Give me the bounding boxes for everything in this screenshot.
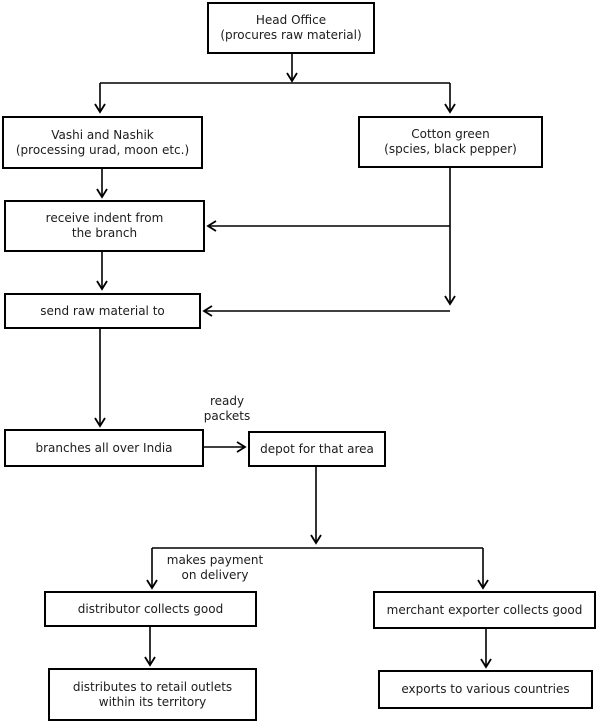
node-vashi-nashik: Vashi and Nashik (processing urad, moon … bbox=[2, 116, 203, 169]
node-distributor-label: distributor collects good bbox=[77, 601, 224, 616]
node-merchant-exporter-label: merchant exporter collects good bbox=[386, 602, 583, 617]
node-retail-outlets-sublabel: within its territory bbox=[98, 694, 207, 709]
node-merchant-exporter: merchant exporter collects good bbox=[373, 591, 596, 629]
node-receive-indent: receive indent from the branch bbox=[4, 200, 205, 252]
node-head-office-sublabel: (procures raw material) bbox=[220, 28, 362, 42]
node-head-office-label: Head Office bbox=[255, 13, 327, 27]
node-head-office: Head Office (procures raw material) bbox=[207, 2, 375, 54]
node-receive-indent-sublabel: the branch bbox=[71, 226, 138, 240]
node-send-raw-material: send raw material to bbox=[4, 293, 201, 329]
node-depot: depot for that area bbox=[248, 431, 386, 467]
node-cotton-green-sublabel: (spcies, black pepper) bbox=[384, 142, 517, 156]
edge-label-makes-payment-line1: makes payment bbox=[166, 553, 264, 567]
node-cotton-green: Cotton green (spcies, black pepper) bbox=[358, 116, 543, 168]
node-exports: exports to various countries bbox=[378, 670, 593, 709]
node-branches-india-label: branches all over India bbox=[35, 440, 173, 455]
node-retail-outlets-label: distributes to retail outlets bbox=[72, 679, 233, 694]
node-distributor: distributor collects good bbox=[44, 591, 257, 627]
node-receive-indent-label: receive indent from bbox=[45, 211, 164, 225]
node-depot-label: depot for that area bbox=[260, 441, 374, 456]
edge-label-ready-packets: ready packets bbox=[196, 394, 258, 424]
edge-label-ready-packets-line2: packets bbox=[203, 409, 251, 423]
edge-label-makes-payment-line2: on delivery bbox=[181, 568, 249, 582]
node-branches-india: branches all over India bbox=[4, 429, 204, 467]
node-vashi-nashik-sublabel: (processing urad, moon etc.) bbox=[15, 142, 190, 157]
edge-label-ready-packets-line1: ready bbox=[209, 394, 245, 408]
node-cotton-green-label: Cotton green bbox=[411, 127, 490, 141]
node-send-raw-material-label: send raw material to bbox=[40, 303, 165, 318]
node-vashi-nashik-label: Vashi and Nashik bbox=[51, 127, 154, 142]
node-exports-label: exports to various countries bbox=[401, 682, 570, 696]
node-retail-outlets: distributes to retail outlets within its… bbox=[48, 668, 257, 721]
edge-label-makes-payment: makes payment on delivery bbox=[160, 553, 270, 583]
